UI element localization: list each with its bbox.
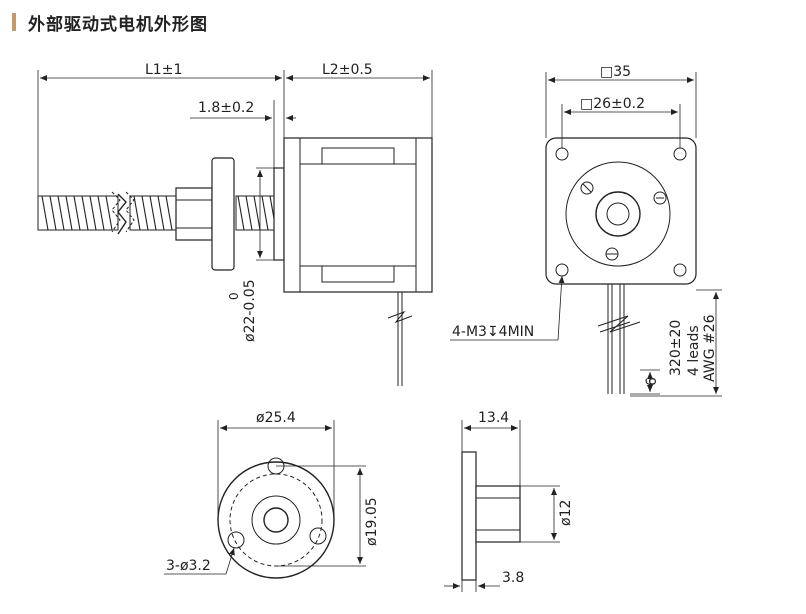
page-title: 外部驱动式电机外形图 [28, 14, 208, 35]
flange-nut-side [175, 157, 235, 271]
section-header: 外部驱动式电机外形图 [12, 8, 208, 36]
dim-l2: L2±0.5 [322, 62, 373, 78]
mount-hole-br [673, 263, 687, 277]
dim-l1: L1±1 [145, 62, 182, 78]
lead-screw [37, 191, 285, 235]
dim-pilot-diameter: ø22-0.05 [242, 279, 258, 342]
dim-square-holes: □26±0.2 [580, 96, 645, 112]
nut-front-view: ø25.4 ø19.05 3-ø3.2 [164, 410, 380, 579]
lead-wires [597, 284, 641, 394]
dim-nut-bolt-circle: ø19.05 [364, 497, 380, 546]
side-view: L1±1 L2±0.5 1.8±0.2 ø22-0.05 0 [37, 62, 433, 386]
dim-nut-flange-thickness: 3.8 [502, 570, 524, 586]
front-view: □35 □26±0.2 4-M3↧4MIN 6 320±20 4 leads A… [450, 64, 722, 397]
dim-nut-body-dia: ø12 [558, 500, 574, 526]
dim-nut-flange-dia: ø25.4 [256, 410, 296, 426]
accent-bar [12, 13, 16, 31]
dim-pilot-tolerance: 0 [227, 292, 241, 300]
nut-flange-circle [217, 461, 335, 579]
dim-square-outer: □35 [600, 64, 631, 80]
pilot-boss [565, 161, 671, 267]
lead-awg: AWG #26 [702, 314, 718, 382]
lead-count: 4 leads [686, 325, 702, 376]
square-flange [545, 137, 697, 285]
dim-flange-thickness: 1.8±0.2 [198, 100, 254, 116]
nut-bore [595, 191, 641, 237]
dim-lead-length: 320±20 [668, 320, 684, 376]
dim-nut-length: 13.4 [478, 410, 509, 426]
dim-strip-length: 6 [644, 377, 660, 386]
dim-mount-screws: 4-M3↧4MIN [452, 324, 534, 340]
motor-body-side [273, 137, 433, 386]
nut-side-view: 13.4 ø12 3.8 [444, 410, 574, 592]
dim-nut-holes: 3-ø3.2 [166, 558, 211, 574]
